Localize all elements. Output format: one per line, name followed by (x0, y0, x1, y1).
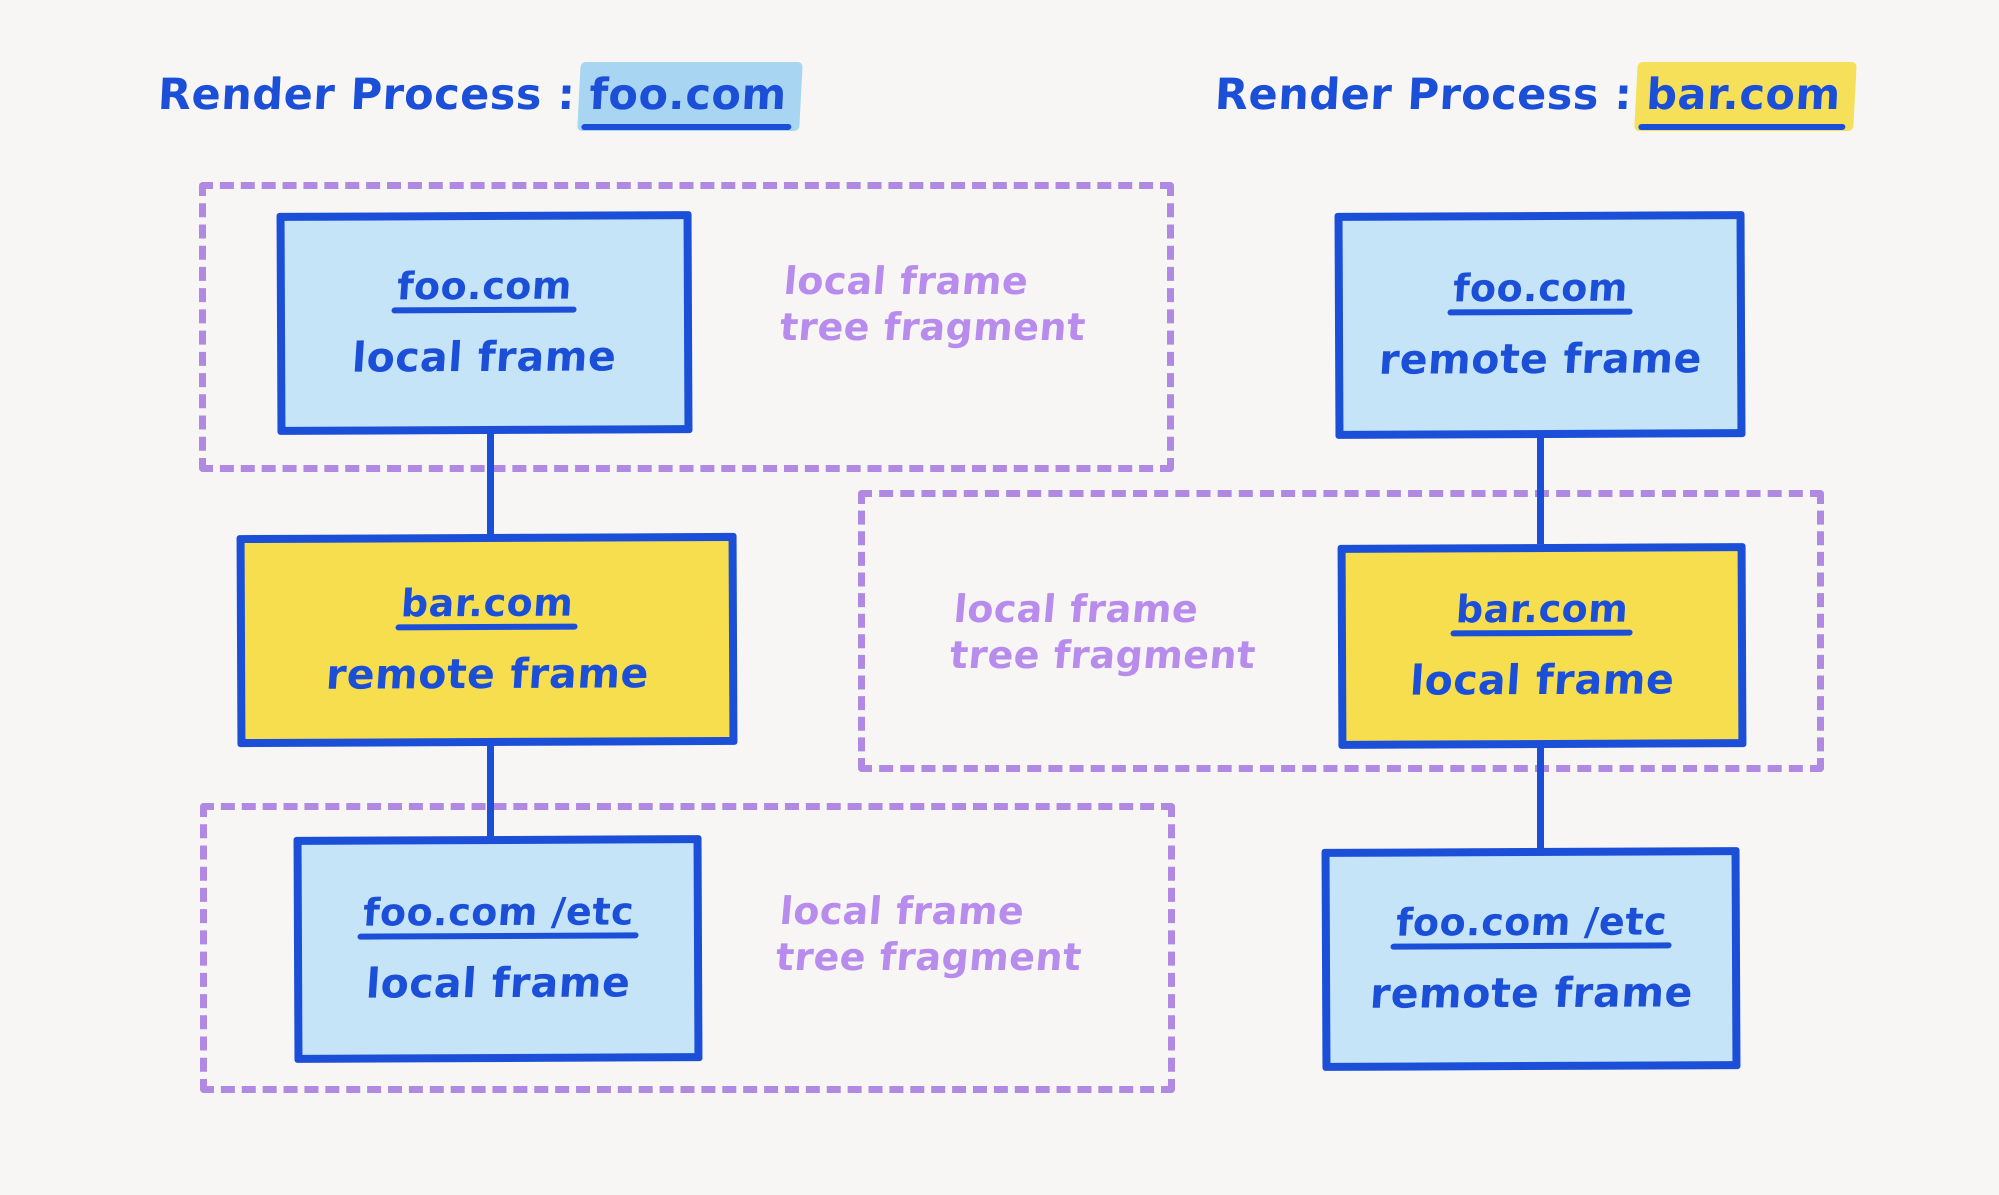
connector-left-2 (487, 742, 494, 842)
fragment-region-left-top (199, 182, 1174, 472)
frame-origin-right-2: bar.com (1454, 586, 1629, 636)
frame-box-left-2[interactable]: bar.com remote frame (236, 532, 738, 748)
fragment-region-left-bottom (200, 803, 1175, 1093)
process-title-bar: Render Process :bar.com (1214, 68, 1853, 123)
frame-kind-right-1: remote frame (1377, 334, 1704, 385)
fragment-label-middle: local frame tree fragment (948, 587, 1258, 678)
connector-right-1 (1537, 438, 1544, 544)
frame-box-right-2[interactable]: bar.com local frame (1337, 543, 1747, 749)
frame-kind-left-2: remote frame (324, 649, 651, 700)
connector-right-2 (1537, 748, 1544, 848)
frame-box-left-3[interactable]: foo.com /etc local frame (293, 835, 703, 1063)
frame-box-left-1[interactable]: foo.com local frame (276, 211, 693, 435)
frame-origin-left-2: bar.com (399, 580, 574, 630)
fragment-label-left-top: local frame tree fragment (778, 259, 1088, 350)
frame-kind-right-2: local frame (1408, 655, 1676, 706)
fragment-label-left-bottom: local frame tree fragment (774, 889, 1084, 980)
frame-kind-right-3: remote frame (1368, 968, 1695, 1019)
frame-kind-left-1: local frame (350, 332, 619, 383)
connector-left-1 (487, 430, 494, 540)
process-title-origin-left: foo.com (587, 70, 789, 120)
frame-origin-right-1: foo.com (1451, 265, 1629, 315)
process-title-prefix-right: Render Process : (1213, 70, 1634, 120)
fragment-region-middle (858, 490, 1824, 772)
process-title-origin-highlight-right: bar.com (1637, 68, 1852, 123)
frame-origin-left-3: foo.com /etc (361, 889, 635, 939)
process-title-origin-right: bar.com (1644, 70, 1843, 120)
frame-origin-right-3: foo.com /etc (1394, 899, 1668, 949)
frame-kind-left-3: local frame (364, 958, 632, 1009)
frame-box-right-1[interactable]: foo.com remote frame (1334, 211, 1746, 439)
process-title-foo: Render Process :foo.com (157, 68, 799, 123)
process-title-origin-highlight-left: foo.com (580, 68, 798, 123)
process-title-prefix-left: Render Process : (156, 70, 577, 120)
frame-box-right-3[interactable]: foo.com /etc remote frame (1321, 847, 1741, 1071)
frame-origin-left-1: foo.com (395, 263, 574, 313)
